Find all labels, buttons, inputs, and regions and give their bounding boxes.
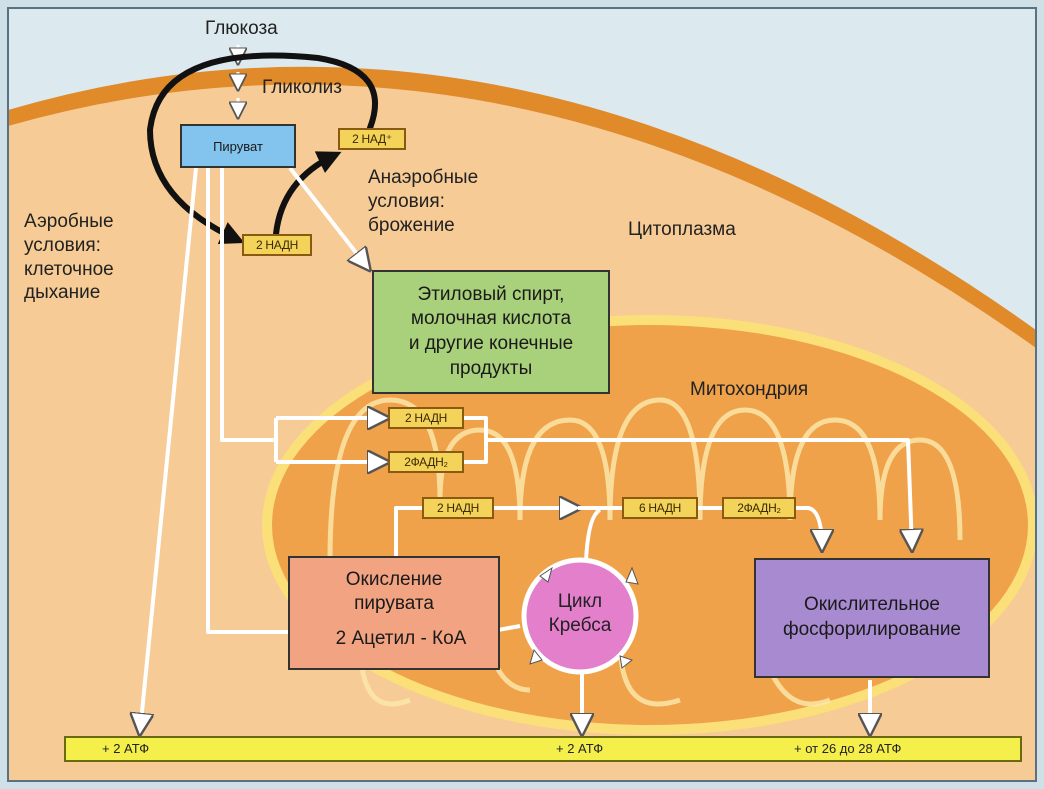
- anaerobic-label: Анаэробные условия: брожение: [368, 167, 479, 236]
- mitochondrion-label: Митохондрия: [690, 379, 809, 400]
- nadh-glycolysis-tag: 2 НАДН: [242, 234, 312, 256]
- pyruvate-oxidation-title: Окисление пирувата: [345, 569, 443, 614]
- frame-border: [7, 7, 1037, 782]
- nadh-krebs-tag: 6 НАДН: [622, 497, 698, 519]
- aerobic-label: Аэробные условия: клеточное дыхание: [24, 211, 114, 304]
- krebs-cycle-arrowheads: [529, 566, 639, 669]
- krebs-cycle-circle: [521, 557, 639, 675]
- nadh-mito-tag: 2 НАДН: [388, 407, 464, 429]
- nadh-oxidation-tag: 2 НАДН: [422, 497, 494, 519]
- fadh-mito-tag: 2ФАДН₂: [388, 451, 464, 473]
- fadh-krebs-tag: 2ФАДН₂: [722, 497, 796, 519]
- krebs-cycle-label: Цикл Кребса: [548, 591, 612, 636]
- pyruvate-oxidation-box: Окисление пирувата 2 Ацетил - КоА: [288, 556, 500, 670]
- glucose-label: Глюкоза: [205, 18, 278, 39]
- cytoplasm-label: Цитоплазма: [628, 219, 736, 240]
- atp-bar: + 2 АТФ + 2 АТФ + от 26 до 28 АТФ: [64, 736, 1022, 762]
- flow-arrows: [140, 166, 912, 732]
- atp-krebs-label: + 2 АТФ: [556, 741, 604, 756]
- glycolysis-label: Гликолиз: [262, 77, 343, 98]
- pyruvate-box: Пируват: [180, 124, 296, 168]
- atp-oxphos-label: + от 26 до 28 АТФ: [794, 741, 902, 756]
- atp-glycolysis-label: + 2 АТФ: [102, 741, 150, 756]
- acetyl-coa-label: 2 Ацетил - КоА: [335, 627, 467, 649]
- nad-cycle-arrows: [146, 52, 378, 244]
- oxidative-phosphorylation-box: Окислительное фосфорилирование: [754, 558, 990, 678]
- fermentation-products-box: Этиловый спирт, молочная кислота и други…: [372, 270, 610, 394]
- nad-plus-tag: 2 НАД⁺: [338, 128, 406, 150]
